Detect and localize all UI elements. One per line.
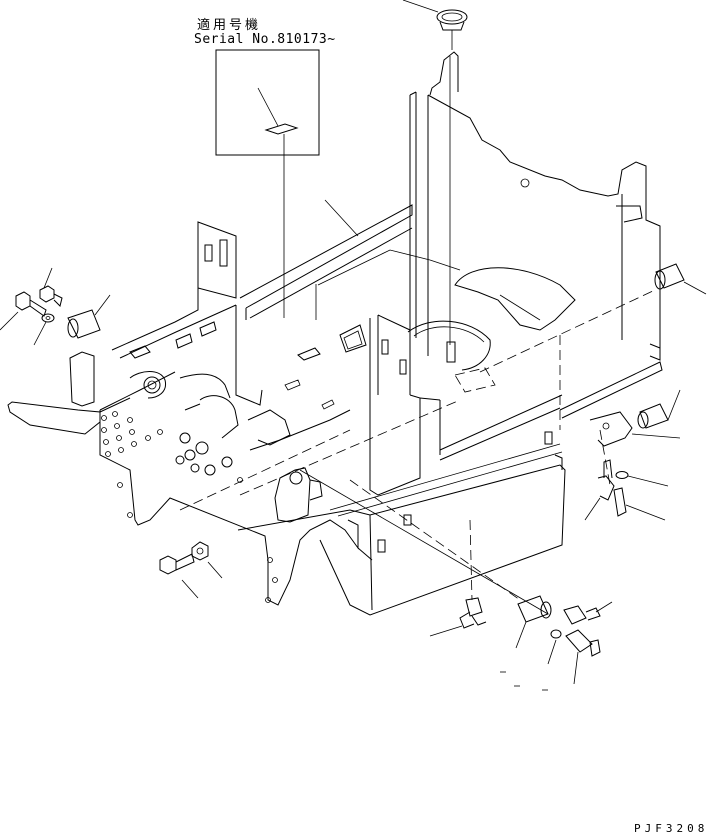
- serial-number-label: Serial No.810173~: [194, 32, 336, 47]
- rear-wall: [409, 51, 661, 356]
- main-floor: [239, 199, 461, 410]
- center-hinge: [274, 467, 323, 523]
- bolt-top-left: [0, 267, 111, 346]
- floor-opening: [407, 267, 576, 393]
- applicable-model-label: 適用号機: [197, 18, 262, 33]
- right-side-rail: [369, 343, 663, 496]
- front-step: [237, 431, 566, 616]
- bottom-fittings: [429, 595, 613, 691]
- bolt-bottom-left: [159, 541, 223, 599]
- drawing-code: PJF3208: [634, 822, 709, 835]
- assembly-lines: [179, 289, 656, 615]
- filler-cap: [402, 0, 468, 50]
- left-hinge-bracket: [7, 351, 167, 435]
- right-fittings: [584, 263, 707, 521]
- left-side-frame: [99, 221, 359, 606]
- serial-inset-box: [215, 49, 320, 318]
